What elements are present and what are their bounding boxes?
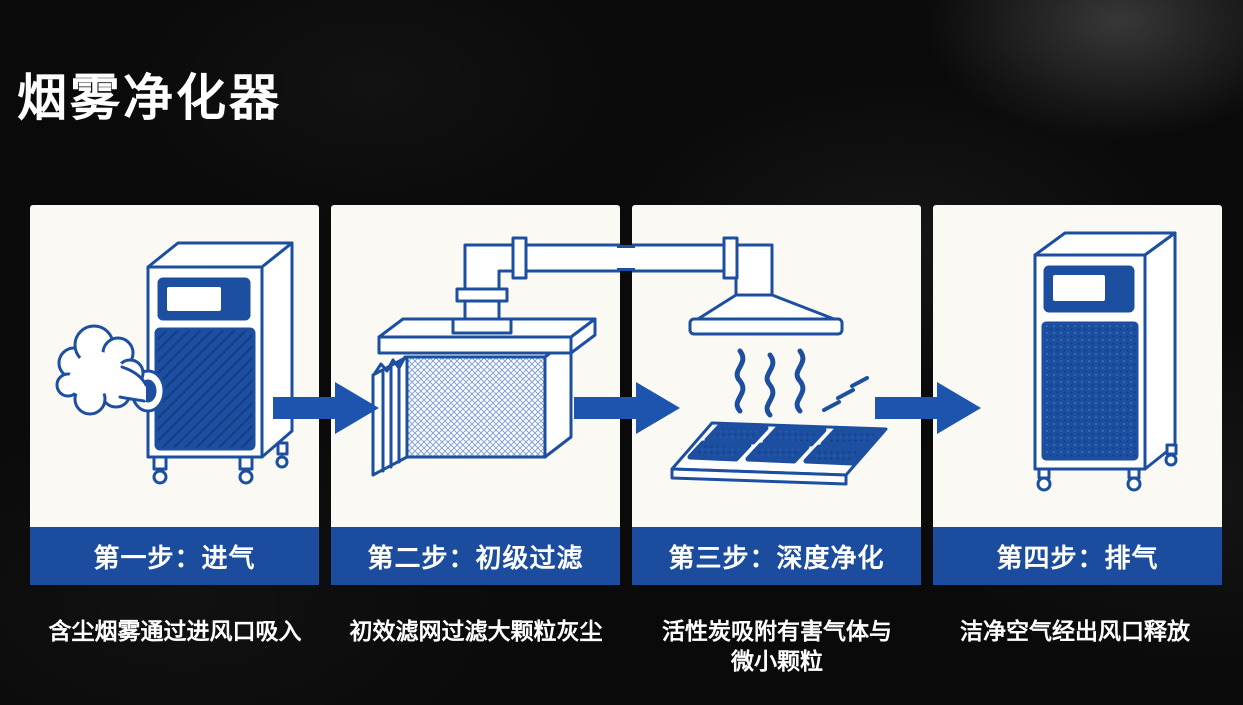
- arrow-right-icon: [875, 382, 981, 434]
- arrow-right-icon: [574, 382, 680, 434]
- duct-pipe: [451, 236, 620, 335]
- step-2-illustration: [331, 205, 620, 527]
- duct-pipe-down: [632, 236, 774, 297]
- step-card-exhaust: 第四步：排气: [933, 205, 1222, 585]
- step-3-caption: 活性炭吸附有害气体与微小颗粒: [662, 618, 892, 674]
- step-4-caption: 洁净空气经出风口释放: [960, 618, 1190, 644]
- primary-filter-icon: [371, 236, 620, 477]
- carbon-purifier-icon: [632, 236, 888, 486]
- step-1-banner: 第一步：进气: [30, 527, 319, 585]
- pipe-connector: [617, 245, 635, 271]
- smoke-cloud: [55, 324, 148, 416]
- pleated-filter-box: [371, 317, 597, 477]
- arrow-right-icon: [273, 382, 379, 434]
- step-3-illustration: [632, 205, 921, 527]
- step-2-caption: 初效滤网过滤大颗粒灰尘: [349, 618, 603, 644]
- intake-machine-icon: [55, 241, 294, 485]
- step-4-illustration: [933, 205, 1222, 527]
- step-card-primary-filter: 第二步：初级过滤: [331, 205, 620, 585]
- extraction-hood: [688, 293, 844, 336]
- cabinet-body: [1033, 231, 1177, 471]
- step-4-banner: 第四步：排气: [933, 527, 1222, 585]
- page-title: 烟雾净化器: [17, 70, 282, 126]
- step-card-intake: 第一步：进气: [30, 205, 319, 585]
- casters: [1036, 443, 1178, 492]
- step-2-banner: 第二步：初级过滤: [331, 527, 620, 585]
- machine-body: [146, 241, 294, 485]
- step-1-caption: 含尘烟雾通过进风口吸入: [48, 618, 302, 644]
- exhaust-cabinet-icon: [1033, 231, 1178, 492]
- step-card-deep-purification: 第三步：深度净化: [632, 205, 921, 585]
- step-3-banner: 第三步：深度净化: [632, 527, 921, 585]
- carbon-filter-tray: [670, 421, 888, 486]
- steam-waves: [734, 348, 869, 418]
- step-1-illustration: [30, 205, 319, 527]
